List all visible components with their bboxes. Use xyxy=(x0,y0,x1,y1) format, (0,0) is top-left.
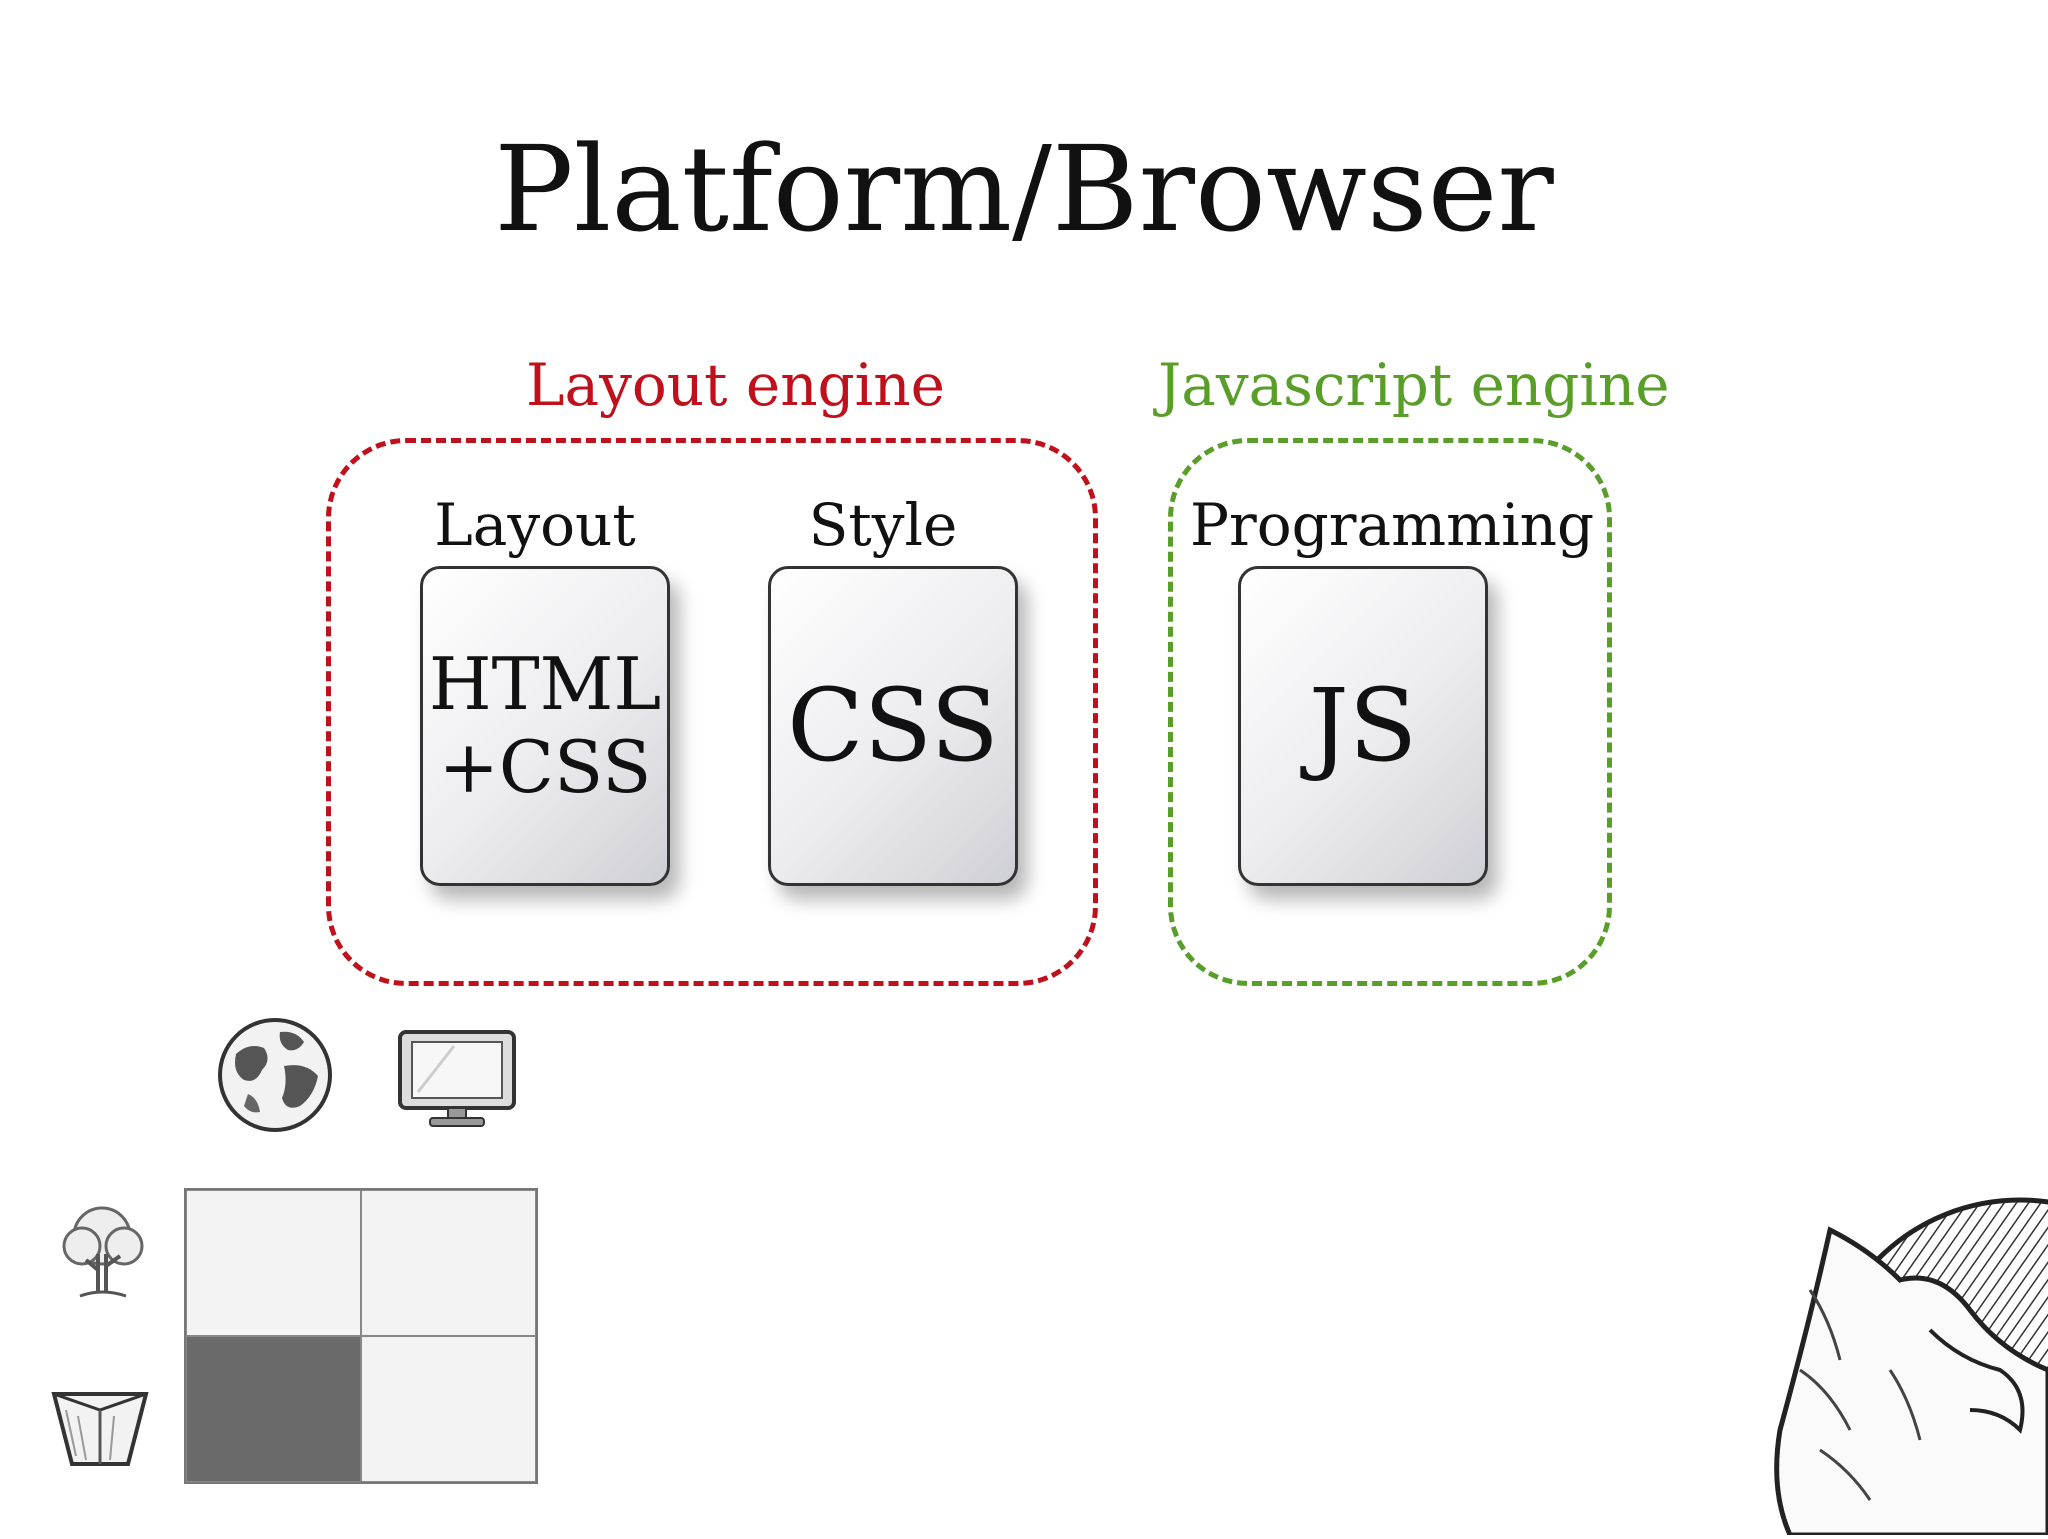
css-card-text: CSS xyxy=(787,667,999,784)
monitor-icon xyxy=(394,1026,520,1136)
grid-cell xyxy=(361,1190,536,1336)
grid-cell xyxy=(361,1336,536,1482)
grid-cell xyxy=(186,1190,361,1336)
layout-card-label: Layout xyxy=(434,491,636,559)
js-card-text: JS xyxy=(1308,667,1418,784)
pixel-grid xyxy=(184,1188,538,1484)
javascript-engine-box xyxy=(1168,438,1612,986)
layout-engine-label: Layout engine xyxy=(526,351,945,419)
html-card-line2: +CSS xyxy=(438,725,652,809)
style-card-label: Style xyxy=(808,491,958,559)
grid-cell-dark xyxy=(186,1336,361,1482)
layout-engine-box xyxy=(326,438,1098,986)
html-card-line1: HTML xyxy=(428,642,662,727)
pot-icon xyxy=(48,1380,152,1476)
html-css-card: HTML +CSS xyxy=(420,566,670,886)
firefox-logo-icon xyxy=(1770,1170,2048,1539)
tree-icon xyxy=(50,1200,154,1308)
globe-icon xyxy=(214,1014,336,1140)
javascript-engine-label: Javascript engine xyxy=(1158,351,1670,419)
css-card: CSS xyxy=(768,566,1018,886)
js-card: JS xyxy=(1238,566,1488,886)
slide-title: Platform/Browser xyxy=(494,120,1554,258)
programming-card-label: Programming xyxy=(1190,491,1595,559)
